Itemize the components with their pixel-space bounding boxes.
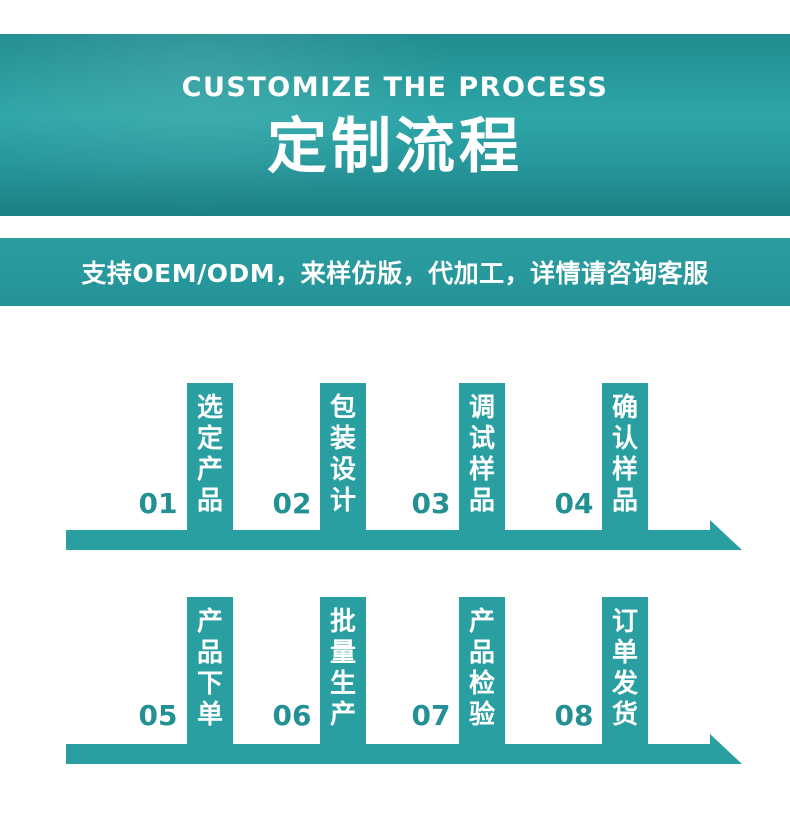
step-label: 选定产品 <box>196 393 223 516</box>
step-number: 02 <box>272 487 312 520</box>
step-label: 确认样品 <box>611 393 638 516</box>
arrow-shape <box>66 520 742 550</box>
step-box: 选定产品 <box>187 383 233 531</box>
subtitle-text: 支持OEM/ODM，来样仿版，代加工，详情请咨询客服 <box>81 259 709 288</box>
step-label: 订单发货 <box>611 607 638 730</box>
step-number: 08 <box>554 699 594 732</box>
step-number: 04 <box>554 487 594 520</box>
step-box: 确认样品 <box>602 383 648 531</box>
timeline-arrow <box>66 734 742 764</box>
header-title-cn: 定制流程 <box>267 112 523 182</box>
step-label: 产品下单 <box>196 607 223 730</box>
step-box: 调试样品 <box>459 383 505 531</box>
step-box: 订单发货 <box>602 597 648 745</box>
step-label: 调试样品 <box>468 393 495 516</box>
step-box: 包装设计 <box>320 383 366 531</box>
header-banner: CUSTOMIZE THE PROCESS 定制流程 <box>0 34 790 216</box>
step-label: 产品检验 <box>468 607 495 730</box>
step-box: 产品下单 <box>187 597 233 745</box>
step-box: 产品检验 <box>459 597 505 745</box>
step-box: 批量生产 <box>320 597 366 745</box>
arrow-shape <box>66 734 742 764</box>
step-label: 包装设计 <box>329 393 356 516</box>
step-number: 05 <box>138 699 178 732</box>
step-number: 06 <box>272 699 312 732</box>
step-number: 03 <box>411 487 451 520</box>
subtitle-banner: 支持OEM/ODM，来样仿版，代加工，详情请咨询客服 <box>0 238 790 306</box>
step-number: 07 <box>411 699 451 732</box>
header-title-en: CUSTOMIZE THE PROCESS <box>181 72 609 103</box>
timeline-arrow <box>66 520 742 550</box>
step-number: 01 <box>138 487 178 520</box>
step-label: 批量生产 <box>329 607 356 730</box>
